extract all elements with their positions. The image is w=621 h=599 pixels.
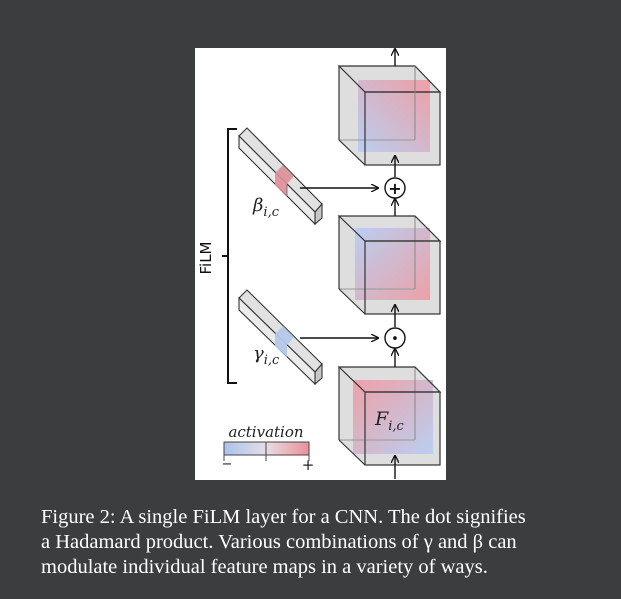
feature-label: Fi,c <box>374 408 404 434</box>
input-feature-cube <box>337 366 442 466</box>
modulated-feature-cube <box>337 215 442 315</box>
caption-line-2: a Hadamard product. Various combinations… <box>41 531 517 553</box>
dot-symbol: • <box>391 332 399 347</box>
hadamard-operator: • <box>384 327 406 349</box>
addition-operator: + <box>384 177 406 199</box>
film-bracket <box>222 128 237 384</box>
film-diagram: + • βi,c γi,c FiLM Fi,c activation <box>195 48 446 480</box>
activation-colorbar: activation − + <box>222 423 315 474</box>
gamma-vector <box>238 289 378 386</box>
colorbar-title: activation <box>228 423 303 441</box>
colorbar-min-label: − <box>222 457 233 472</box>
caption-line-1: Figure 2: A single FiLM layer for a CNN.… <box>41 506 526 528</box>
gamma-label: γi,c <box>253 343 280 368</box>
plus-symbol: + <box>388 179 401 198</box>
film-label: FiLM <box>197 241 215 274</box>
beta-label: βi,c <box>252 195 280 220</box>
colorbar-max-label: + <box>302 456 315 474</box>
beta-vector <box>238 127 378 226</box>
figure-caption: Figure 2: A single FiLM layer for a CNN.… <box>41 505 611 580</box>
output-feature-cube <box>337 65 442 166</box>
caption-line-3: modulate individual feature maps in a va… <box>41 556 488 578</box>
